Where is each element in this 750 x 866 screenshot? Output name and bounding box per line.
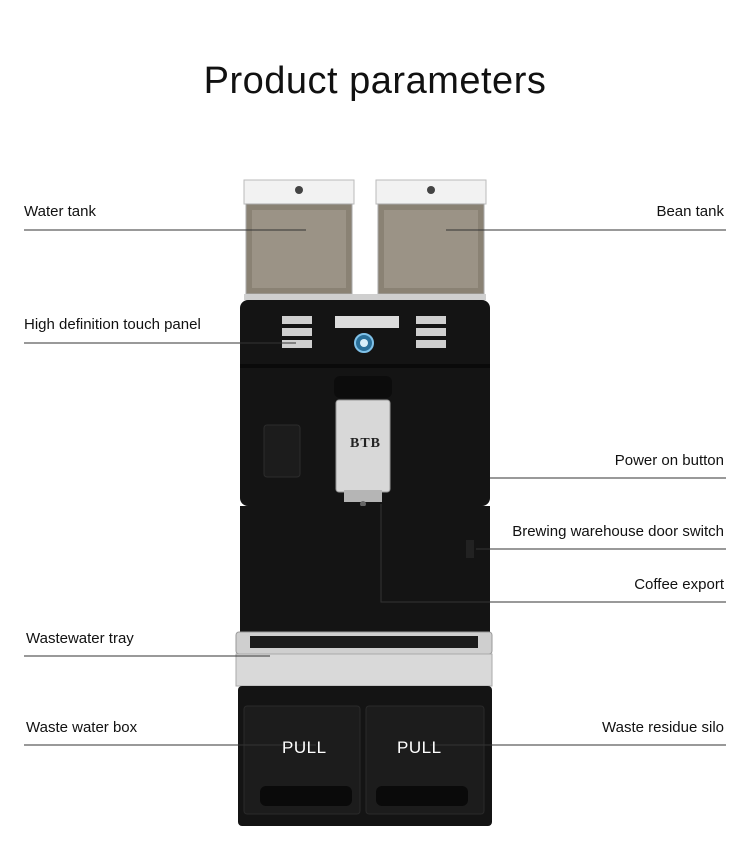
page-title: Product parameters [203, 60, 547, 102]
label-water-tank: Water tank [24, 203, 96, 220]
bean-tank [375, 179, 487, 295]
touch-panel [282, 316, 446, 348]
machine-body-lower [240, 506, 490, 632]
label-power-button: Power on button [614, 452, 724, 469]
label-bean-tank: Bean tank [656, 203, 724, 220]
label-coffee-export: Coffee export [634, 576, 724, 593]
label-waste-residue-silo: Waste residue silo [602, 719, 724, 736]
drip-tray [235, 631, 493, 687]
power-button-icon [354, 333, 374, 353]
brewing-door-switch [466, 540, 474, 558]
pull-label-left: PULL [282, 738, 327, 757]
coffee-export-line [380, 504, 726, 603]
label-waste-water-box: Waste water box [26, 719, 138, 736]
label-wastewater-tray: Wastewater tray [26, 630, 134, 647]
water-tank [243, 179, 355, 295]
label-brewing-door: Brewing warehouse door switch [512, 523, 724, 540]
brand-logo: BTB [350, 436, 382, 451]
label-touch-panel: High definition touch panel [24, 316, 201, 333]
pull-label-right: PULL [397, 738, 442, 757]
